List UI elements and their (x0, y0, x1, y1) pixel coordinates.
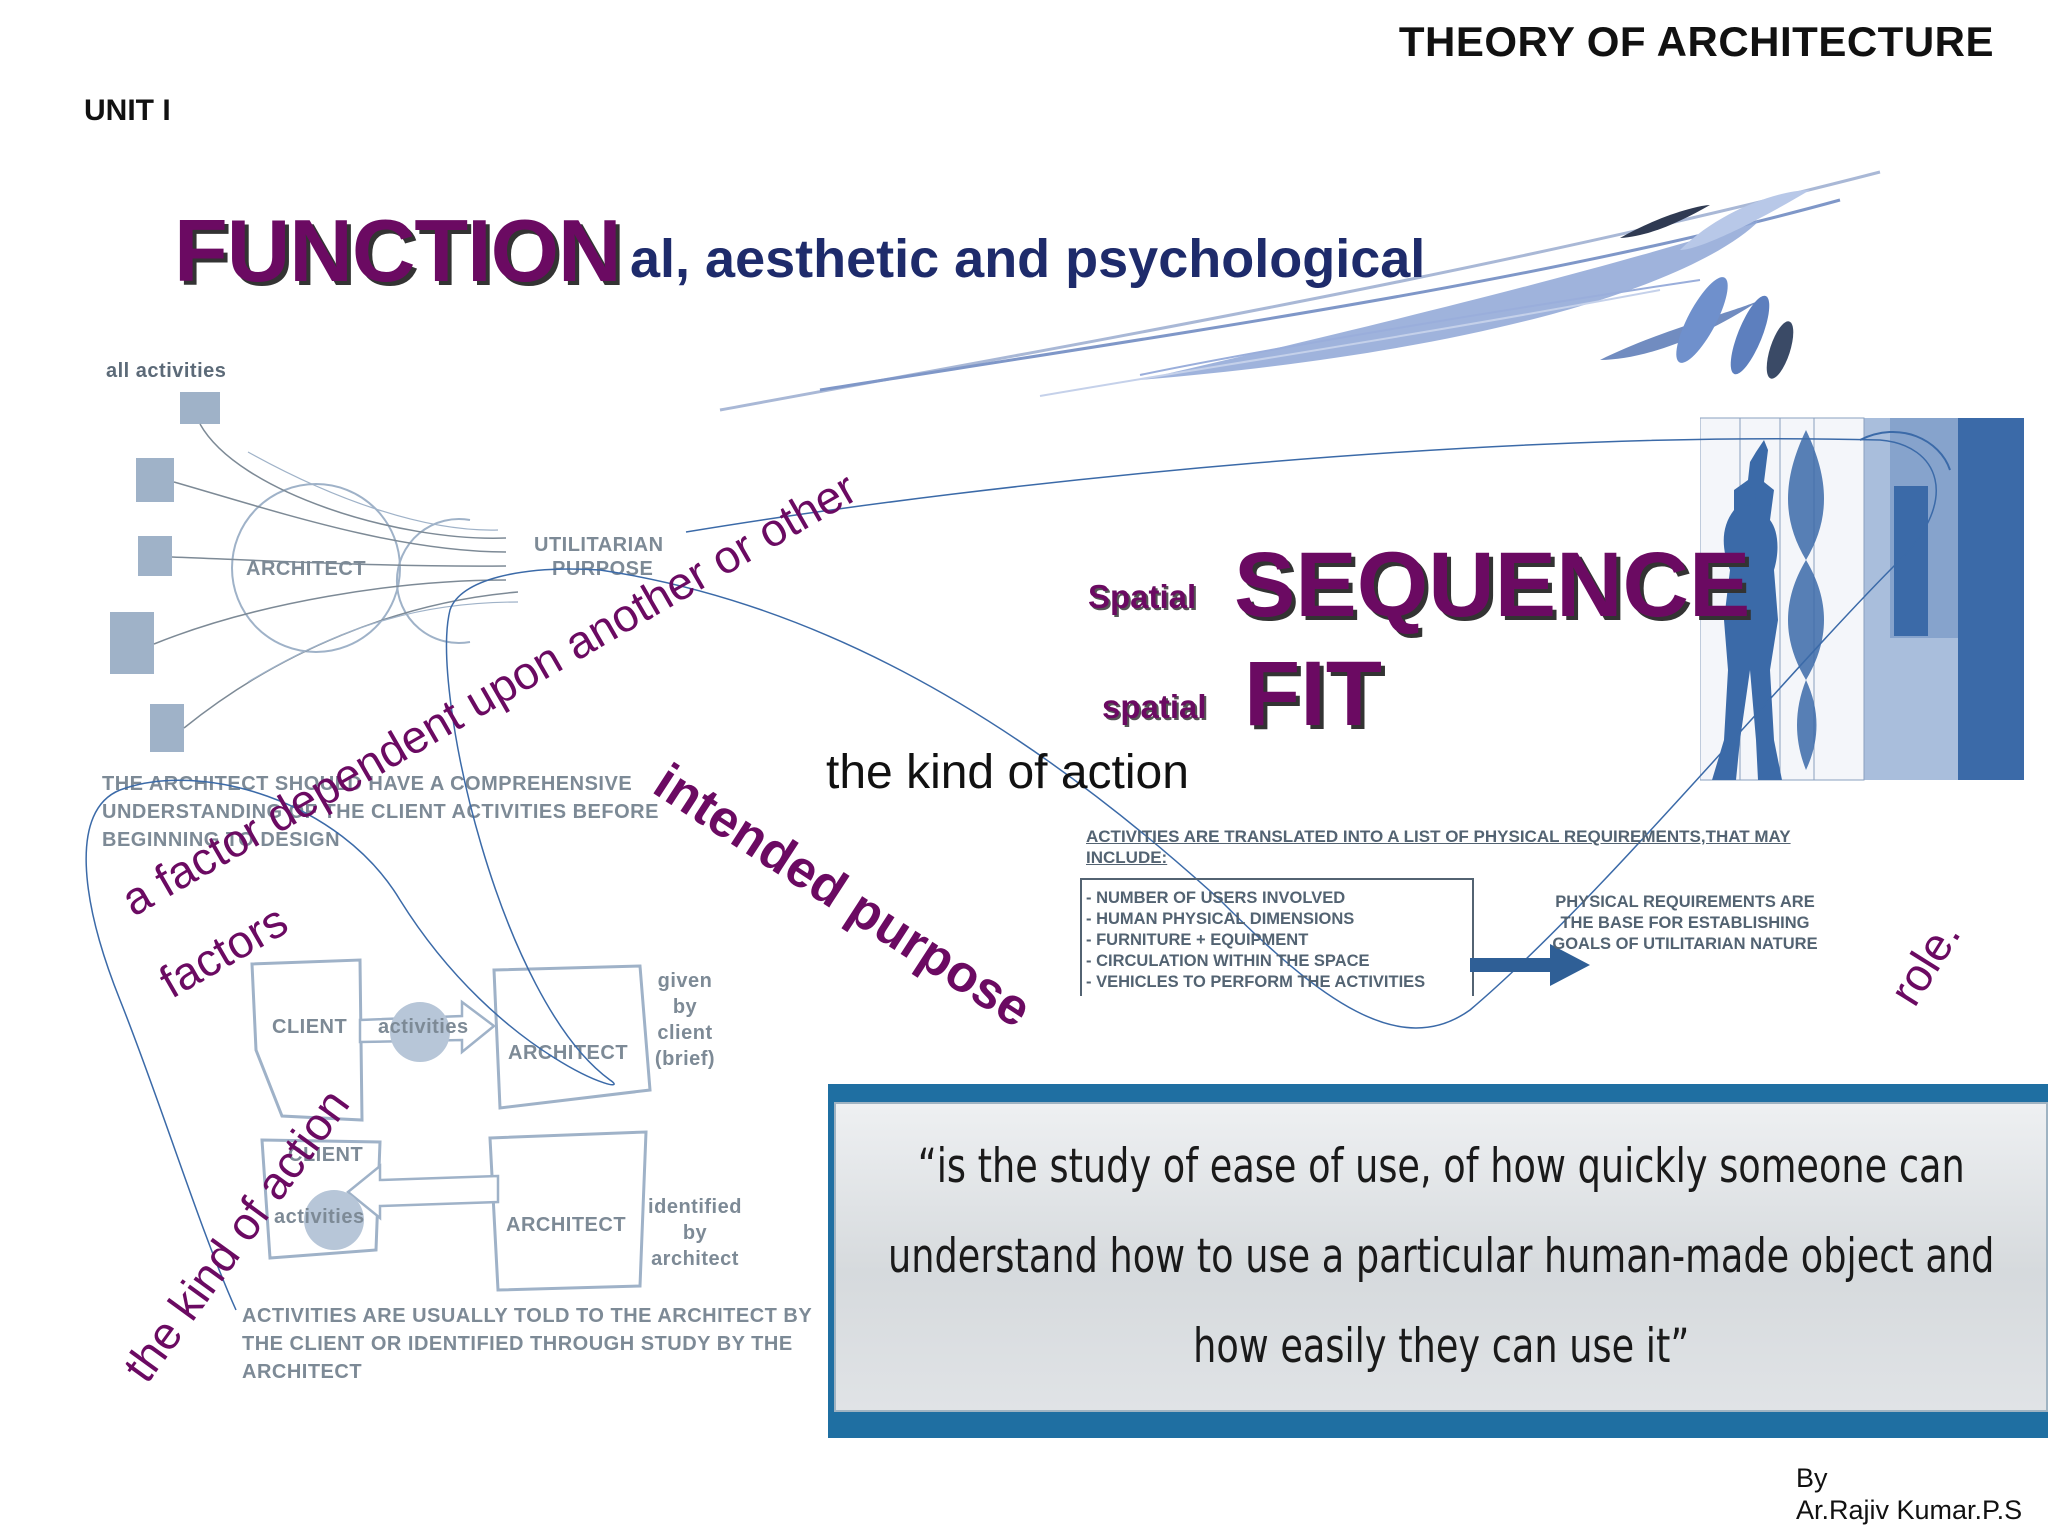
quote-box: “is the study of ease of use, of how qui… (834, 1102, 2048, 1412)
activities-label-top: activities (378, 1016, 469, 1038)
client-architect-diagram: CLIENT activities ARCHITECT CLIENT activ… (230, 950, 790, 1310)
spatial-fit-prefix: spatial (1102, 688, 1207, 725)
author-credit: By Ar.Rajiv Kumar.P.S (1796, 1462, 2022, 1526)
requirement-item: - FURNITURE + EQUIPMENT (1086, 931, 1309, 949)
activities-label-bottom: activities (274, 1206, 365, 1228)
unit-label: UNIT I (84, 94, 171, 127)
architect-understanding-caption: THE ARCHITECT SHOULD HAVE A COMPREHENSIV… (102, 773, 659, 851)
function-heading: FUNCTION (174, 201, 622, 300)
all-activities-label: all activities (106, 360, 227, 382)
quote-text: “is the study of ease of use, of how qui… (888, 1122, 1994, 1392)
architect-label-bottom: ARCHITECT (506, 1214, 627, 1236)
requirement-item: - NUMBER OF USERS INVOLVED (1086, 889, 1346, 907)
identified-word: identified (648, 1196, 742, 1218)
page-header-title: THEORY OF ARCHITECTURE (1398, 18, 1994, 65)
modulor-graphic (1700, 417, 2024, 781)
quote-panel: “is the study of ease of use, of how qui… (828, 1084, 2048, 1438)
author-name: Ar.Rajiv Kumar.P.S (1796, 1495, 2023, 1525)
activities-told-caption: ACTIVITIES ARE USUALLY TOLD TO THE ARCHI… (242, 1305, 812, 1383)
requirements-list: - NUMBER OF USERS INVOLVED - HUMAN PHYSI… (1080, 878, 1474, 996)
spatial-sequence-prefix: Spatial (1088, 578, 1197, 615)
quote-line: “is the study of ease of use, of how qui… (917, 1139, 1965, 1194)
architect-circle-label: ARCHITECT (246, 558, 367, 580)
requirement-item: - CIRCULATION WITHIN THE SPACE (1086, 952, 1370, 970)
client-label-top: CLIENT (272, 1016, 348, 1038)
requirement-item: - HUMAN PHYSICAL DIMENSIONS (1086, 910, 1355, 928)
requirement-item: - VEHICLES TO PERFORM THE ACTIVITIES (1086, 973, 1426, 991)
modulor-figure (1700, 410, 2026, 790)
fit-term: FIT (1244, 643, 1382, 745)
author-by: By (1796, 1463, 1828, 1493)
client-label-bottom: CLIENT (288, 1144, 364, 1166)
client-word: client (657, 1022, 713, 1044)
by-word-2: by (682, 1222, 708, 1244)
requirements-title: ACTIVITIES ARE TRANSLATED INTO A LIST OF… (1086, 827, 1791, 867)
sequence-term: SEQUENCE (1234, 534, 1751, 636)
quote-line: understand how to use a particular human… (887, 1229, 1995, 1284)
requirements-arrow-icon (1470, 944, 1590, 986)
identified-by-architect-note: identified by architect (640, 1194, 750, 1272)
activities-diagram: all activities ARCHITECT UTILITARIAN PUR… (98, 352, 663, 772)
kind-of-action-text: the kind of action (826, 746, 1189, 799)
utilitarian-label: UTILITARIAN (534, 534, 664, 556)
brief-word: (brief) (654, 1048, 716, 1070)
requirements-result: PHYSICAL REQUIREMENTS ARE THE BASE FOR E… (1552, 893, 1818, 953)
by-word: by (672, 996, 698, 1018)
architect-word: architect (651, 1248, 739, 1270)
client-architect-shapes (250, 958, 652, 1292)
quote-line: how easily they can use it” (1192, 1319, 1690, 1374)
activities-diagram-lines (110, 392, 519, 752)
decorative-swoosh-graphic (719, 170, 1881, 412)
given-word: given (657, 970, 713, 992)
function-subheading: al, aesthetic and psychological (630, 229, 1426, 289)
given-by-client-note: given by client (brief) (650, 968, 720, 1072)
